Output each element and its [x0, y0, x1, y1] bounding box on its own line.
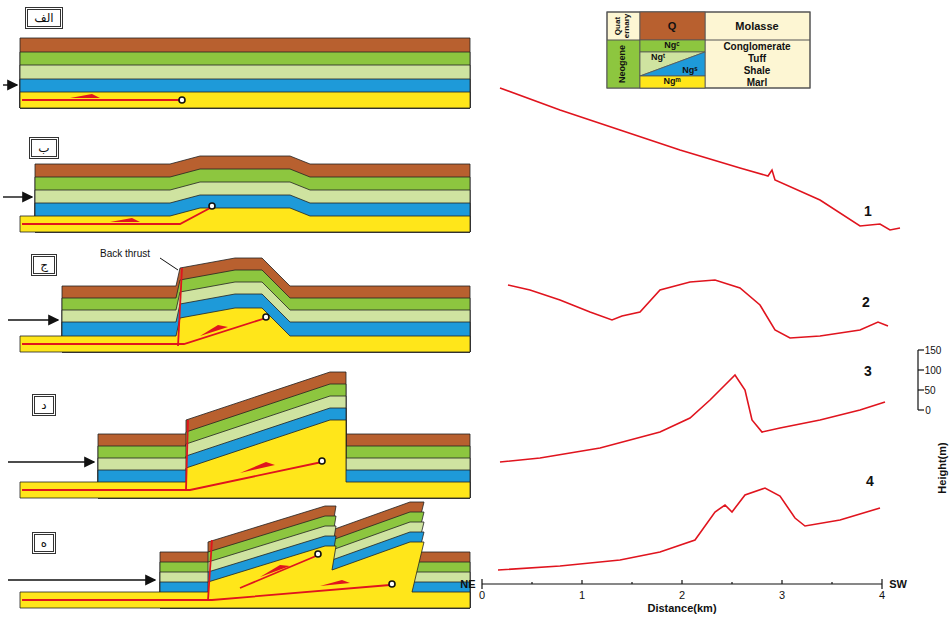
unit-symbol: Ngˢ: [682, 66, 697, 76]
rock-layer: [20, 79, 470, 108]
unit-symbol: Q: [668, 20, 677, 32]
legend-swatch: [640, 12, 705, 40]
rock-layer: [20, 208, 470, 232]
panel-letter-box: ج: [31, 254, 57, 276]
tick-label: 2: [679, 589, 685, 601]
unit-symbol: Ngᵐ: [663, 77, 680, 87]
rock-layer: [20, 92, 470, 108]
panel-letter: د: [41, 398, 46, 412]
panel-letter: ج: [40, 258, 48, 272]
compression-arrow: [3, 85, 155, 580]
profile-number: 1: [864, 204, 872, 219]
profile-number: 2: [862, 295, 870, 310]
legend-text: Shale: [744, 65, 771, 76]
legend-swatch: [640, 76, 705, 88]
direction-label: NE: [460, 578, 475, 590]
axis-title: Distance(km): [647, 602, 716, 614]
leader-line: [160, 258, 178, 270]
scale-value: 0: [925, 405, 931, 416]
rock-layer: [20, 65, 470, 108]
axis-title: Height(m): [936, 442, 948, 493]
height-scale: [918, 350, 924, 410]
tick-label: 1: [579, 589, 585, 601]
tick-label: 3: [779, 589, 785, 601]
rock-layer: [20, 542, 470, 608]
legend-text: Tuff: [748, 53, 766, 64]
profile-number: 3: [864, 364, 872, 379]
rock-layer: [20, 308, 470, 352]
legend-swatch: [640, 40, 705, 52]
scale-value: 150: [925, 345, 942, 356]
rock-layer: [20, 52, 470, 108]
panel-letter-box: ب: [29, 137, 58, 159]
unit-symbol: Ngᵗ: [651, 53, 665, 63]
distance-axis: [482, 579, 882, 589]
scale-value: 50: [924, 385, 935, 396]
legend-text: Molasse: [735, 20, 778, 32]
era-name: Neogene: [618, 45, 628, 83]
panel-letter-box: د: [32, 394, 55, 416]
legend-swatch: [640, 52, 705, 76]
legend-text: Marl: [747, 77, 768, 88]
tick-label: 0: [479, 589, 485, 601]
panel-letter: ه: [41, 536, 47, 550]
fault-label: Back thrust: [100, 248, 150, 259]
panel-letter: ب: [38, 141, 49, 155]
profile-number: 4: [866, 474, 874, 489]
direction-label: SW: [889, 578, 907, 590]
panel-letter-box: الف: [25, 7, 62, 29]
scale-value: 100: [925, 365, 942, 376]
rock-layer: [20, 38, 470, 108]
tick-label: 4: [879, 589, 885, 601]
legend-swatch: [640, 52, 705, 76]
rock-layer: [20, 420, 470, 498]
era-name: Quat ernary: [614, 11, 632, 41]
topographic-profile: [498, 88, 900, 570]
panel-letter-box: ه: [32, 532, 56, 554]
unit-symbol: Ngᶜ: [664, 41, 679, 51]
panel-letter: الف: [34, 11, 53, 25]
legend-text: Conglomerate: [723, 41, 790, 52]
